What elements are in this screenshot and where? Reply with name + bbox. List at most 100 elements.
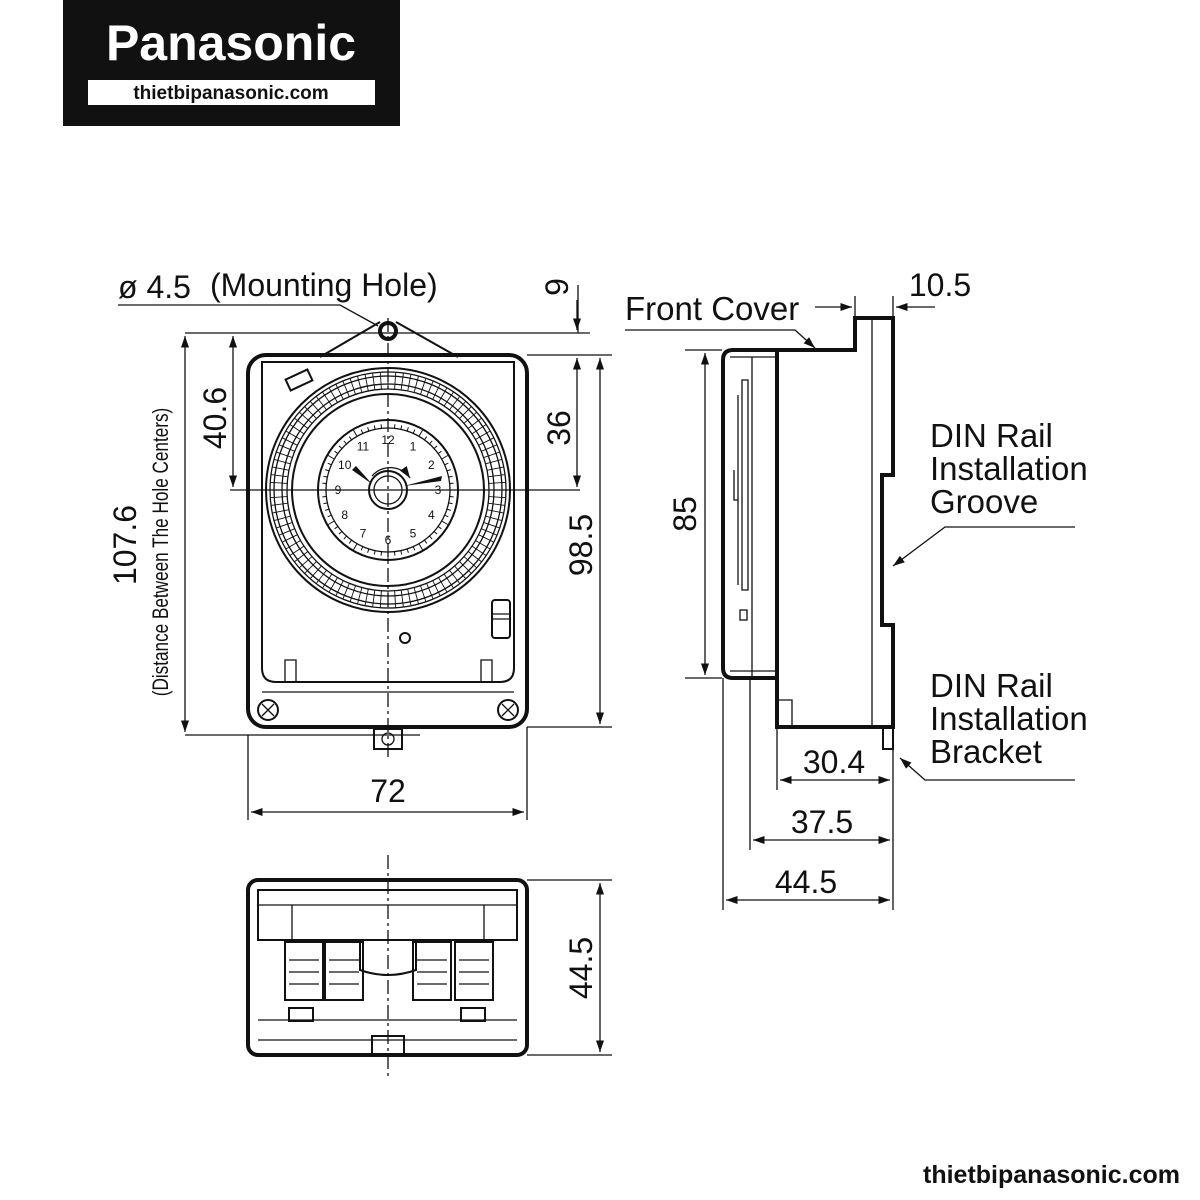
dim-hole-centers: 107.6 <box>107 505 143 585</box>
dial-segment <box>270 481 288 484</box>
minute-tick <box>424 539 428 544</box>
dial-segment <box>449 396 461 411</box>
dial-segment <box>335 383 344 400</box>
minute-tick <box>412 429 416 434</box>
dial-segment <box>481 444 498 452</box>
dial-segment <box>273 515 291 521</box>
dial-segment <box>273 459 291 465</box>
din-bracket <box>882 726 894 750</box>
dial-segment <box>294 417 309 429</box>
dial-segment <box>488 481 506 484</box>
dim-body-depth: 30.4 <box>803 744 865 780</box>
front-face <box>261 361 515 683</box>
dial-segment <box>278 528 295 536</box>
minute-tick <box>360 429 364 434</box>
dial-segment <box>315 569 327 584</box>
minute-tick <box>338 531 343 535</box>
dial-segment <box>379 372 382 390</box>
minute-tick <box>373 550 376 555</box>
dial-segment <box>276 451 293 458</box>
minute-tick <box>343 535 347 540</box>
dial-segment <box>438 577 448 593</box>
minute-tick <box>348 436 352 441</box>
minute-hand <box>404 476 442 486</box>
bottom-view: 44.5 <box>246 855 612 1080</box>
dial-segment <box>315 396 327 411</box>
dial-segment <box>364 374 369 392</box>
dial-segment <box>443 573 454 589</box>
dial-segment <box>454 565 467 580</box>
hour-hand <box>352 466 372 484</box>
minute-tick <box>373 425 376 430</box>
dial-hour-label: 6 <box>385 533 392 547</box>
dial-segment <box>471 424 487 435</box>
dim-hole-centers-note: (Distance Between The Hole Centers) <box>149 408 174 697</box>
dial-hour-label: 5 <box>410 526 417 540</box>
mounting-hole-dia-label: ø 4.5 <box>118 269 191 305</box>
dial-segment <box>407 588 412 606</box>
dial-segment <box>467 417 482 429</box>
minute-tick <box>448 502 453 505</box>
indicator-window <box>284 368 314 392</box>
rotation-arrow-icon <box>371 466 411 479</box>
dial-segment <box>478 534 495 543</box>
dial-segment <box>486 466 504 471</box>
dial-hour-label: 2 <box>428 458 435 472</box>
dial-segment <box>304 561 317 574</box>
dial-segment <box>432 580 441 597</box>
dial-segment <box>364 588 369 606</box>
dial-segment <box>394 372 397 390</box>
dial-segment <box>342 380 350 397</box>
dial-segment <box>467 551 482 563</box>
dim-height: 98.5 <box>563 514 599 576</box>
minute-tick <box>448 475 453 478</box>
minute-tick <box>325 508 330 511</box>
minute-tick <box>429 535 433 540</box>
minute-tick <box>441 520 449 525</box>
dial-segment <box>357 587 363 605</box>
dial-segment <box>272 509 290 514</box>
minute-tick <box>444 514 449 518</box>
minute-tick <box>327 514 332 518</box>
dial-segment <box>483 522 500 529</box>
dial-segment <box>278 444 295 452</box>
dial-segment <box>426 380 434 397</box>
dial-segment <box>432 383 441 400</box>
dim-back-plate: 10.5 <box>909 267 971 303</box>
dim-bottom-depth: 44.5 <box>563 937 599 999</box>
side-view: 85 10.5 Front Cover DIN Rail Installatio… <box>625 267 1088 910</box>
dial-segment <box>289 545 305 556</box>
minute-tick <box>400 550 403 555</box>
reset-hole <box>399 632 411 644</box>
dial-segment <box>309 565 322 580</box>
dim-width: 72 <box>370 773 406 809</box>
minute-tick <box>325 469 330 472</box>
dial-segment <box>328 387 338 403</box>
dial-segment <box>488 474 506 478</box>
dial-segment <box>322 573 333 589</box>
logo-brand: Panasonic <box>106 15 356 71</box>
groove-label-3: Groove <box>930 483 1038 520</box>
dial-segment <box>379 590 382 608</box>
dial-hour-label: 10 <box>338 458 352 472</box>
minute-tick <box>424 436 428 441</box>
dim-top-to-center: 36 <box>541 410 577 446</box>
minute-tick <box>433 531 438 535</box>
dial-segment <box>413 375 419 393</box>
screw-right-icon <box>497 699 519 721</box>
dial-segment <box>298 556 313 569</box>
dial-segment <box>357 375 363 393</box>
dial-segment <box>459 406 472 419</box>
minute-tick <box>353 429 358 437</box>
minute-tick <box>323 475 328 478</box>
dial-segment <box>459 561 472 574</box>
dial-segment <box>400 372 404 390</box>
dial-segment <box>372 372 376 390</box>
minute-tick <box>412 546 416 551</box>
footer-site: thietbipanasonic.com <box>923 1161 1180 1189</box>
dial-segment <box>394 590 397 608</box>
dim-cover-height: 85 <box>667 496 703 532</box>
minute-tick <box>367 427 370 432</box>
front-cover <box>721 348 777 680</box>
